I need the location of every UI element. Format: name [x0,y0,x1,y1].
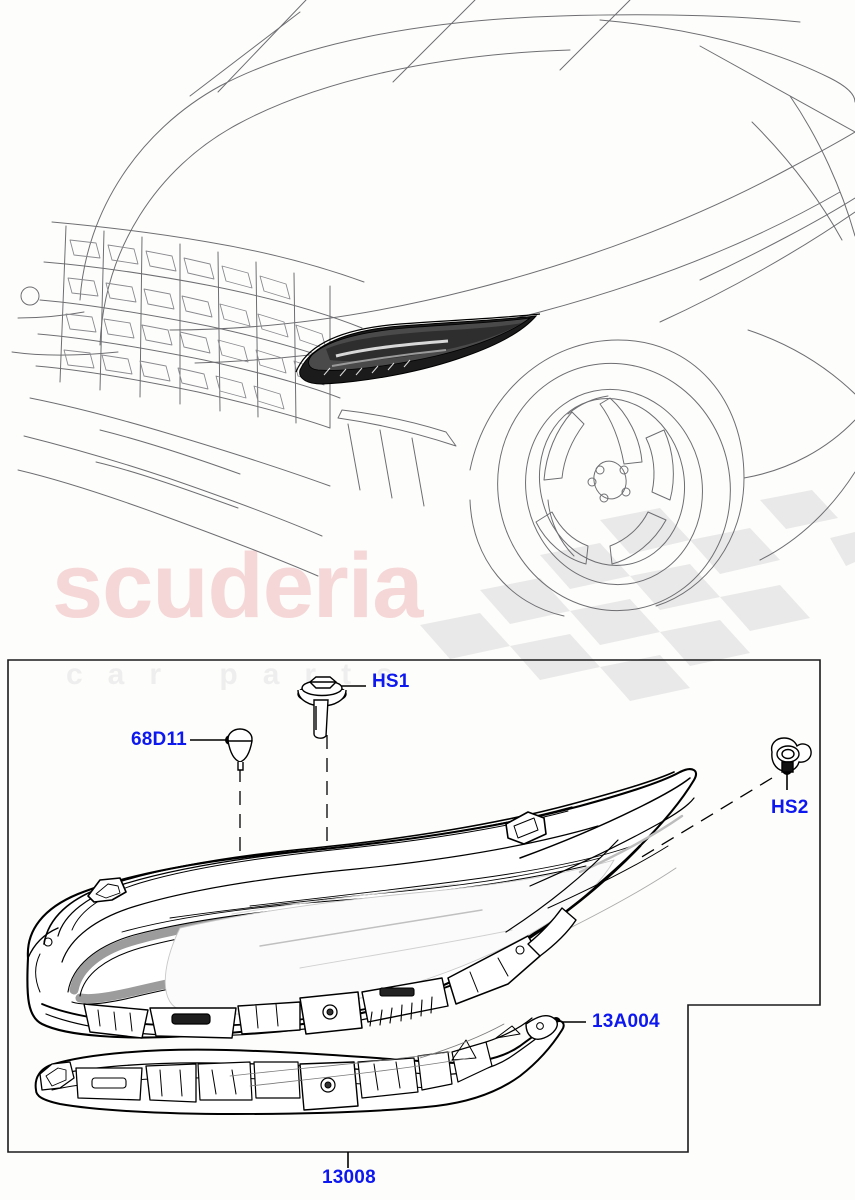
callout-label-13008[interactable]: 13008 [322,1167,376,1188]
callout-label-13a004[interactable]: 13A004 [592,1011,660,1032]
watermark-primary-text: scuderia [52,535,423,637]
callout-label-68d11[interactable]: 68D11 [131,729,187,750]
hs1-bolt-part [297,676,347,739]
headlamp-assembly-part [26,768,698,1039]
exploded-detail-frame [7,659,821,1153]
vehicle-headlamp-highlight [295,313,541,385]
headlamp-mounting-bracket-part [34,1014,565,1115]
callout-label-hs1[interactable]: HS1 [372,671,410,692]
vehicle-outline [11,0,855,617]
hs2-bolt-part [770,737,812,773]
callout-label-hs2[interactable]: HS2 [771,797,809,818]
68d11-clip-part [227,728,253,771]
